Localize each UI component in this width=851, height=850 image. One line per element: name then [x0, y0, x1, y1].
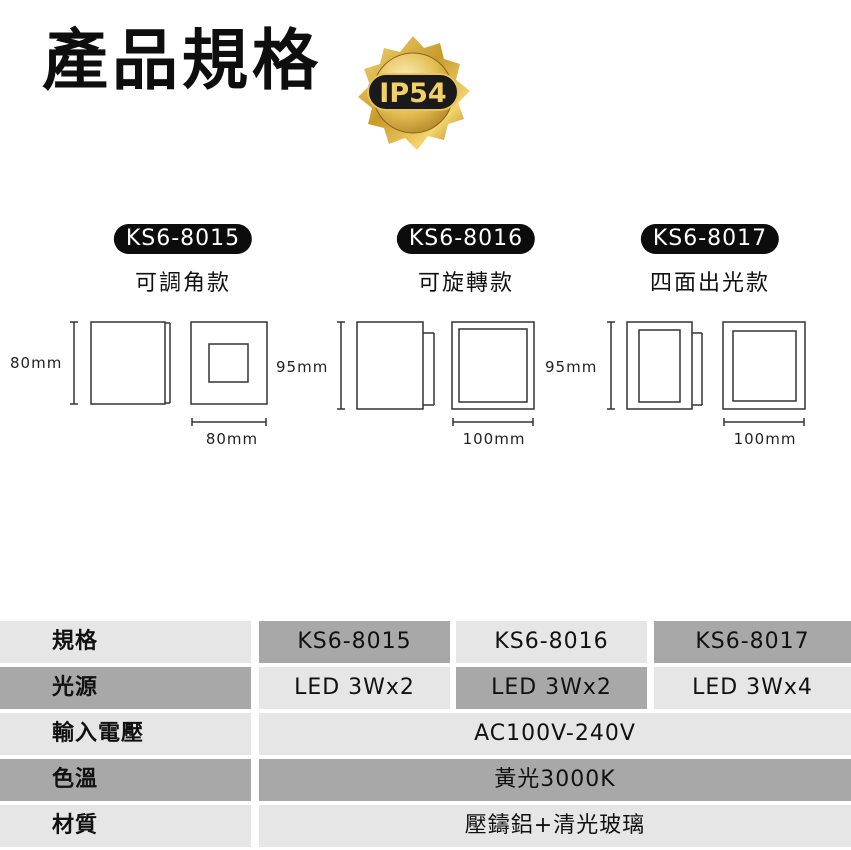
row-label-spec: 規格 [0, 621, 251, 663]
table-row: 色溫 黃光3000K [0, 759, 851, 801]
model-pill-ks6-8017: KS6-8017 [640, 224, 780, 254]
side-view-8015 [90, 321, 166, 405]
row-label-color-temp: 色溫 [0, 759, 251, 801]
front-window-8016 [458, 328, 528, 403]
height-dim-8015: 80mm [10, 354, 63, 372]
height-dimension-line-8015 [70, 321, 78, 405]
width-dimension-line-8015 [191, 418, 267, 426]
row-label-input-voltage: 輸入電壓 [0, 713, 251, 755]
table-row: 規格 KS6-8015 KS6-8016 KS6-8017 [0, 621, 851, 663]
front-view-8015 [190, 321, 268, 405]
table-cell: KS6-8016 [456, 621, 647, 663]
width-dim-8016: 100mm [462, 430, 526, 448]
variant-label-four-sided: 四面出光款 [649, 271, 771, 296]
row-label-light-source: 光源 [0, 667, 251, 709]
height-dimension-line-8017 [607, 321, 615, 410]
table-cell: KS6-8017 [654, 621, 851, 663]
badge-text: IP54 [379, 78, 446, 109]
variant-label-rotatable: 可旋轉款 [417, 271, 515, 296]
table-row: 光源 LED 3Wx2 LED 3Wx2 LED 3Wx4 [0, 667, 851, 709]
width-dimension-line-8016 [452, 418, 534, 426]
model-pill-ks6-8015: KS6-8015 [113, 224, 253, 254]
table-row: 輸入電壓 AC100V-240V [0, 713, 851, 755]
page-title: 產品規格 [42, 22, 322, 99]
model-pill-ks6-8016: KS6-8016 [396, 224, 536, 254]
front-window-8015 [208, 343, 249, 383]
front-view-8017 [722, 321, 806, 410]
dimension-diagram [70, 321, 806, 426]
row-label-material: 材質 [0, 805, 251, 847]
table-row: 材質 壓鑄鋁+清光玻璃 [0, 805, 851, 847]
table-cell: 黃光3000K [259, 759, 851, 801]
width-dimension-line-8017 [723, 418, 805, 426]
height-dim-8017: 95mm [545, 358, 598, 376]
front-window-8017 [732, 330, 797, 402]
table-cell: LED 3Wx2 [456, 667, 647, 709]
side-window-8017 [638, 329, 681, 403]
table-cell: KS6-8015 [259, 621, 450, 663]
height-dim-8016: 95mm [276, 358, 329, 376]
side-view-8017 [626, 321, 693, 410]
width-dim-8017: 100mm [733, 430, 797, 448]
table-cell: LED 3Wx2 [259, 667, 450, 709]
ip54-badge-icon: IP54 [358, 36, 470, 150]
table-cell: 壓鑄鋁+清光玻璃 [259, 805, 851, 847]
table-cell: AC100V-240V [259, 713, 851, 755]
height-dimension-line-8016 [337, 321, 345, 410]
front-view-8016 [451, 321, 535, 410]
table-cell: LED 3Wx4 [654, 667, 851, 709]
width-dim-8015: 80mm [205, 430, 259, 448]
variant-label-adjustable: 可調角款 [134, 271, 232, 296]
side-view-8016 [356, 321, 424, 410]
